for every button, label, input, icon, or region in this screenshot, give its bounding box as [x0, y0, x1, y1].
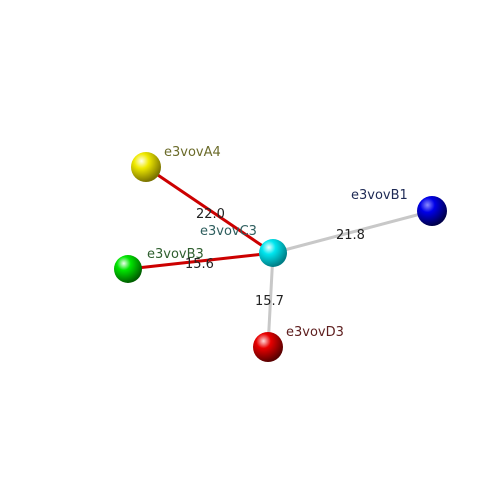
- bond-c3-b1: [271, 209, 434, 255]
- distance-c3-b3-label: 15.6: [185, 257, 214, 272]
- atom-a4-sphere[interactable]: [131, 152, 161, 182]
- distance-c3-b1-label: 21.8: [336, 228, 365, 243]
- bond-c3-a4: [144, 165, 275, 255]
- distance-c3-a4-label: 22.0: [196, 207, 225, 222]
- atom-d3-sphere[interactable]: [253, 332, 283, 362]
- atom-b3-sphere[interactable]: [114, 255, 142, 283]
- atom-d3-label: e3vovD3: [286, 325, 344, 340]
- atom-b1-sphere[interactable]: [417, 196, 447, 226]
- atom-a4-label: e3vovA4: [164, 145, 221, 160]
- bond-c3-b3: [126, 251, 275, 271]
- atom-c3-sphere[interactable]: [259, 239, 287, 267]
- atom-b1-label: e3vovB1: [351, 188, 408, 203]
- distance-c3-d3-label: 15.7: [255, 294, 284, 309]
- bond-c3-d3: [266, 251, 275, 349]
- atom-c3-label: e3vovC3: [200, 224, 257, 239]
- atom-b3-label: e3vovB3: [147, 247, 204, 262]
